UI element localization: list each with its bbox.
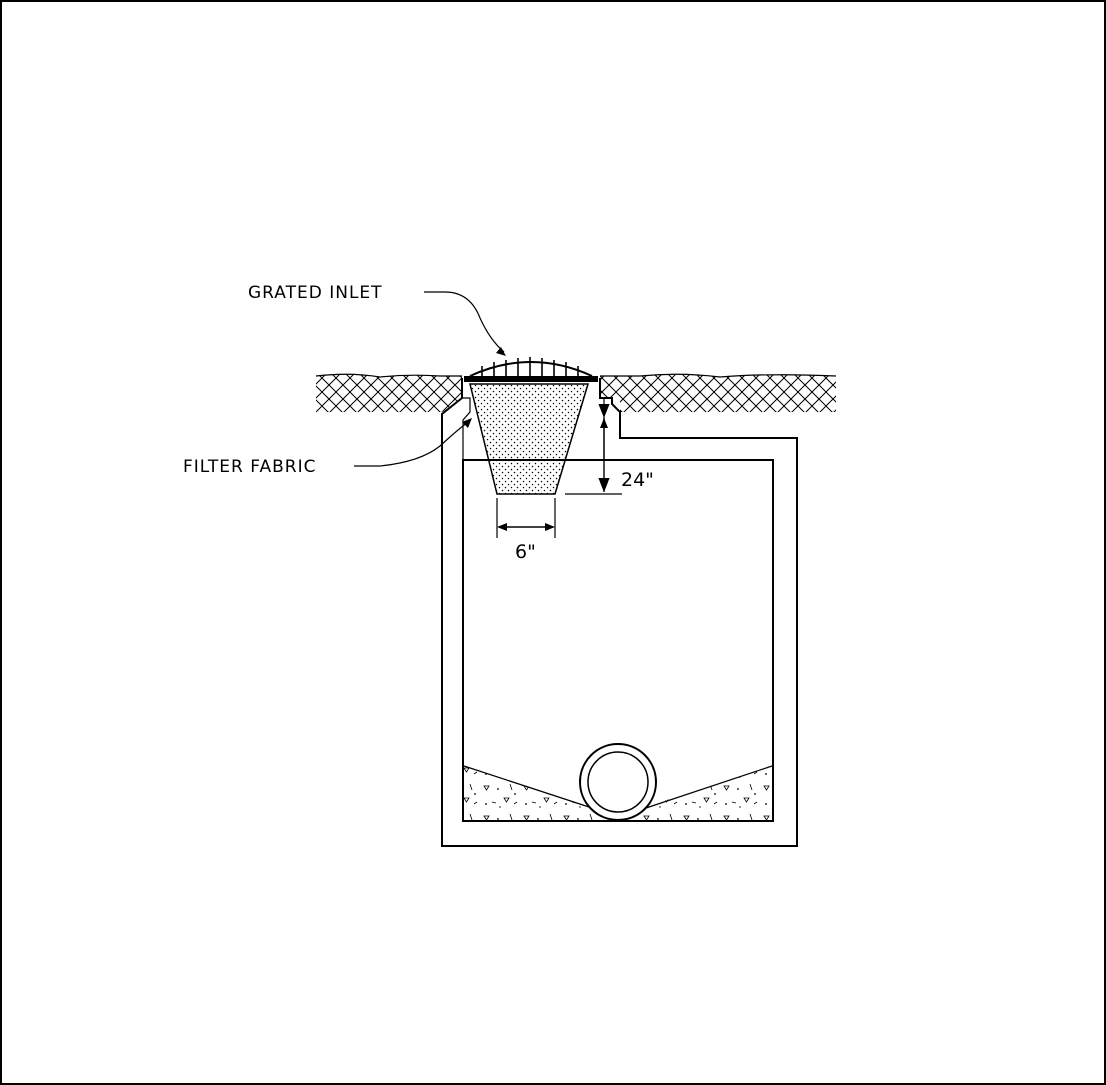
width-dimension [496,498,556,538]
depth-dimension [565,404,622,495]
grated-inlet-label: GRATED INLET [248,283,383,303]
grated-inlet [464,357,598,382]
width-dimension-label: 6" [515,541,536,563]
ground-left [315,373,462,412]
ground-right [600,373,837,412]
gravel-bed [463,765,773,821]
filter-fabric-leader [354,418,472,467]
filter-fabric-sack [469,383,590,495]
outlet-pipe [579,743,657,821]
grated-inlet-leader [424,291,506,356]
depth-dimension-label: 24" [621,469,654,491]
filter-fabric-label: FILTER FABRIC [183,457,316,477]
